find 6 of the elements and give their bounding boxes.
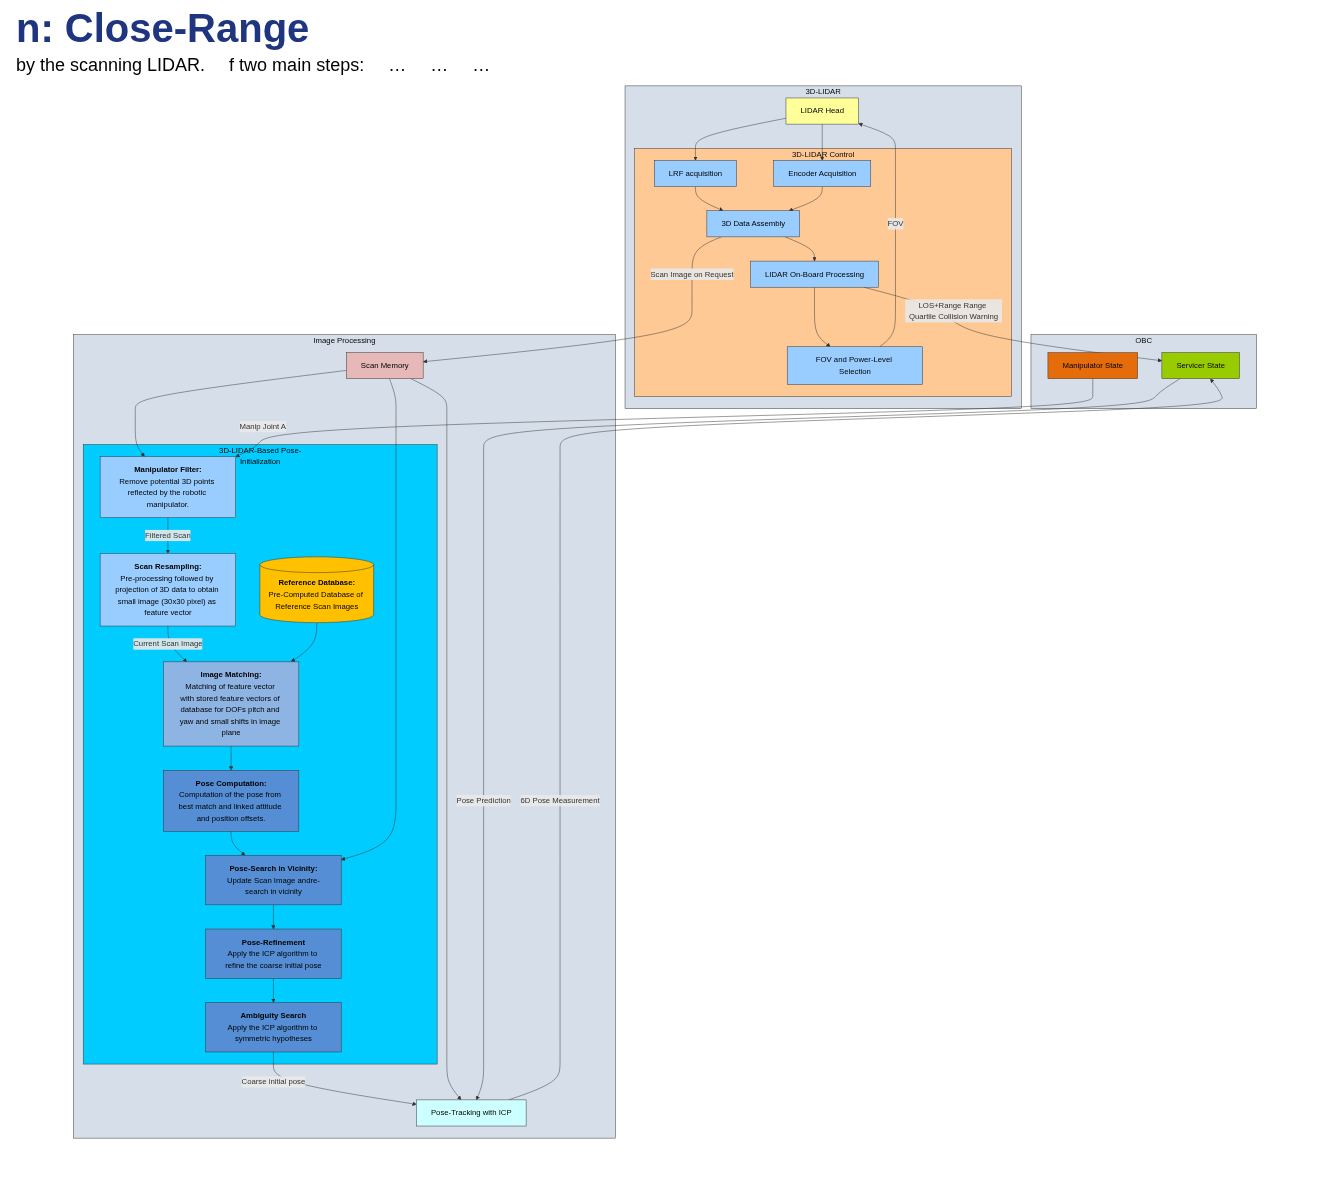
text-note: by the scanning LIDAR. <box>16 55 206 76</box>
text-note: … <box>472 55 491 76</box>
text-note: … <box>430 55 449 76</box>
text-note: f two main steps: <box>229 55 365 76</box>
slide-title: n: Close-Range <box>16 6 311 51</box>
text-note: … <box>388 55 407 76</box>
